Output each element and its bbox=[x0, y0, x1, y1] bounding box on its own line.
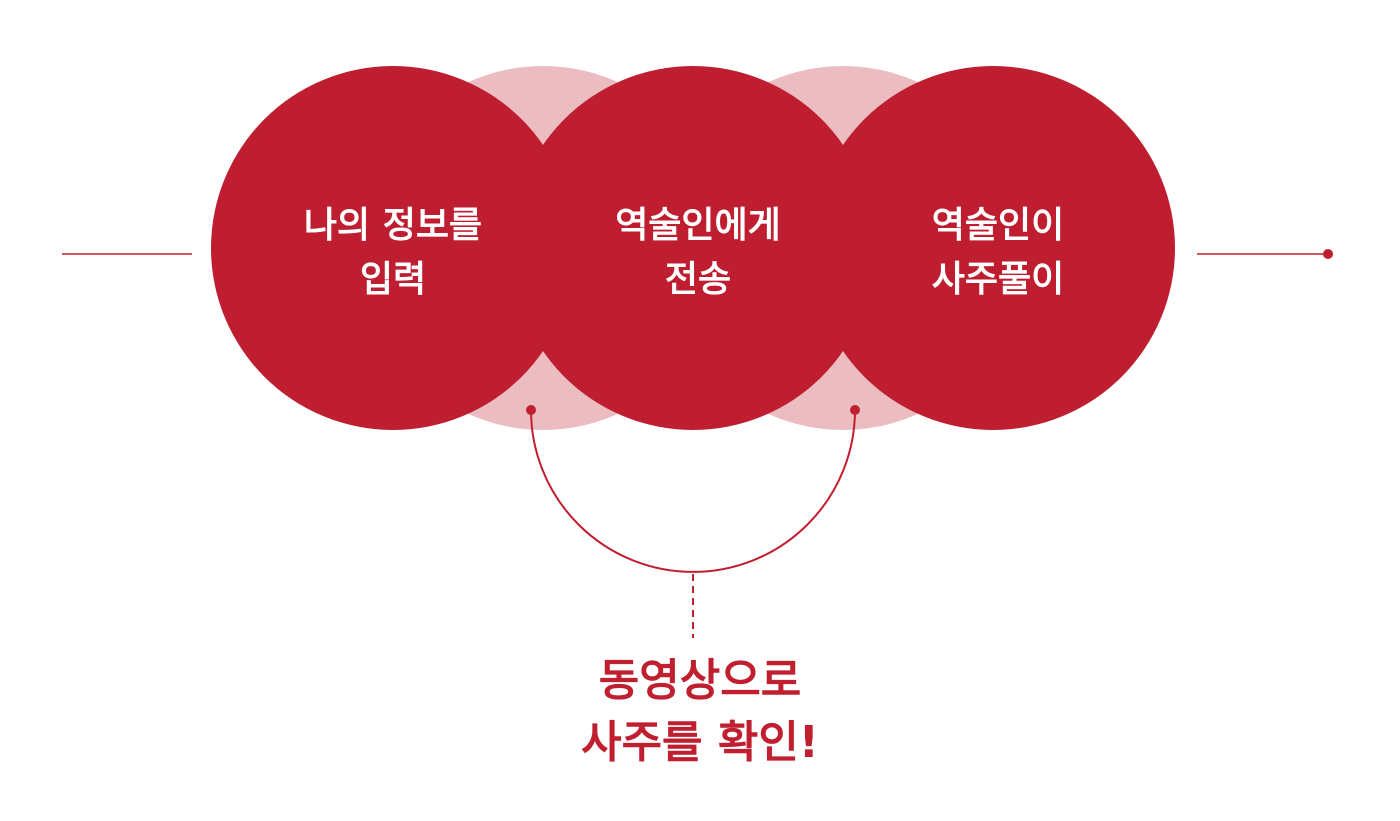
step-label-3: 역술인이 사주풀이 bbox=[848, 199, 1148, 307]
result-line-1: 동영상으로 bbox=[598, 655, 802, 706]
right-connector-dot bbox=[1323, 249, 1333, 259]
step-3-line-1: 역술인이 bbox=[931, 205, 1065, 246]
step-label-1: 나의 정보를 입력 bbox=[243, 199, 543, 307]
step-2-line-2: 전송 bbox=[664, 259, 732, 300]
result-label: 동영상으로 사주를 확인! bbox=[500, 650, 900, 774]
step-1-line-1: 나의 정보를 bbox=[303, 205, 483, 246]
step-3-line-2: 사주풀이 bbox=[931, 259, 1065, 300]
bracket-dot-left bbox=[526, 405, 536, 415]
step-1-line-2: 입력 bbox=[359, 259, 427, 300]
step-circle-3 bbox=[811, 66, 1175, 430]
step-2-line-1: 역술인에게 bbox=[615, 205, 781, 246]
step-circle-2 bbox=[511, 66, 875, 430]
step-circle-1 bbox=[211, 66, 575, 430]
step-label-2: 역술인에게 전송 bbox=[548, 199, 848, 307]
result-line-2: 사주를 확인! bbox=[581, 717, 819, 768]
bracket-dot-right bbox=[850, 405, 860, 415]
bracket-arc bbox=[530, 409, 856, 573]
